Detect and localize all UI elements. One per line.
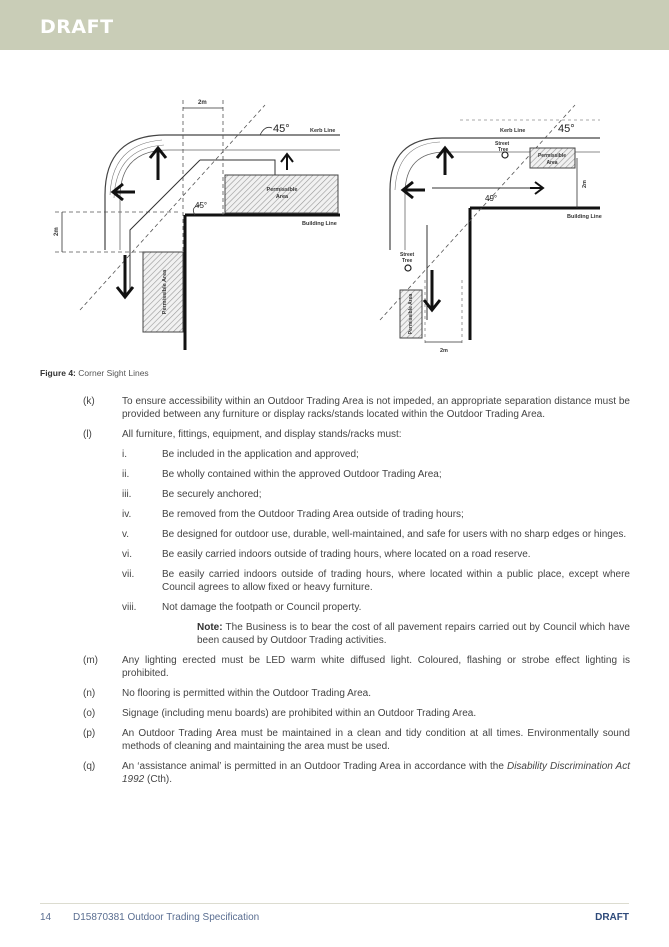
list-item-q: (q) An ‘assistance animal’ is permitted … [40,760,630,786]
sub-item-vii: vii. Be easily carried indoors outside o… [40,568,630,594]
right-dim-2m-bottom: 2m [440,348,448,354]
sub-item-text: Be included in the application and appro… [162,449,359,460]
note-label: Note: [197,622,223,633]
right-street-tree-left-label-1: Street [400,252,415,258]
right-permissible-area-label-1: Permissible [538,153,566,159]
footer-draft-label: DRAFT [595,912,629,923]
sub-item-label: vii. [122,569,135,580]
left-dim-2m-top: 2m [198,100,207,106]
list-item-n: (n) No flooring is permitted within the … [40,687,630,700]
act-title-italic: Disability Discrimination Act 1992 [122,761,630,785]
note-paragraph: Note: The Business is to bear the cost o… [40,621,630,647]
left-permissible-area-label-1: Permissible [267,187,298,193]
sub-item-text: Not damage the footpath or Council prope… [162,602,362,613]
list-item-text: Signage (including menu boards) are proh… [122,708,477,719]
right-street-tree-top-label-2: Tree [498,147,509,153]
sub-item-text: Be easily carried indoors outside of tra… [162,569,630,593]
sub-item-iv: iv. Be removed from the Outdoor Trading … [40,508,630,521]
sub-item-label: viii. [122,602,137,613]
document-title: D15870381 Outdoor Trading Specification [73,912,260,923]
sub-item-vi: vi. Be easily carried indoors outside of… [40,548,630,561]
sub-item-label: vi. [122,549,132,560]
figure-caption-text: Corner Sight Lines [78,368,149,378]
left-dim-2m-side: 2m [54,227,60,236]
footer-divider [40,903,629,904]
list-item-text: An Outdoor Trading Area must be maintain… [122,728,630,752]
sub-item-label: iv. [122,509,132,520]
sub-item-text: Be securely anchored; [162,489,262,500]
list-item-label: (o) [83,708,96,719]
list-item-text: To ensure accessibility within an Outdoo… [122,396,630,420]
right-building-line-label: Building Line [567,214,602,220]
list-item-label: (n) [83,688,96,699]
list-item-m: (m) Any lighting erected must be LED war… [40,654,630,680]
figure-left-corner-diagram: 2m 2m 45° 45° Kerb Line Building Line Pe… [40,80,350,365]
sub-item-viii: viii. Not damage the footpath or Council… [40,601,630,614]
specification-list: (k) To ensure accessibility within an Ou… [40,395,630,793]
list-item-text-after: (Cth). [144,774,173,785]
sub-item-label: ii. [122,469,130,480]
left-angle-top: 45° [273,123,290,135]
list-item-text: Any lighting erected must be LED warm wh… [122,655,630,679]
right-permissible-area-label-2: Area [546,160,557,166]
right-street-tree-top-label-1: Street [495,141,510,147]
right-dim-2m-side: 2m [582,180,588,188]
sub-item-ii: ii. Be wholly contained within the appro… [40,468,630,481]
list-item-text-before: An ‘assistance animal’ is permitted in a… [122,761,507,772]
banner-draft-label: DRAFT [40,16,114,38]
sub-item-label: v. [122,529,130,540]
list-item-k: (k) To ensure accessibility within an Ou… [40,395,630,421]
list-item-text: No flooring is permitted within the Outd… [122,688,372,699]
list-item-label: (p) [83,728,96,739]
list-item-label: (l) [83,429,92,440]
left-kerb-line-label: Kerb Line [310,128,335,134]
list-item-label: (k) [83,396,95,407]
sub-item-i: i. Be included in the application and ap… [40,448,630,461]
note-text: The Business is to bear the cost of all … [197,622,630,646]
right-permissible-area-vertical-label: Permissible Area [408,294,414,335]
figure-caption-label: Figure 4: [40,368,76,378]
list-item-label: (m) [83,655,98,666]
sub-item-iii: iii. Be securely anchored; [40,488,630,501]
left-building-line-label: Building Line [302,221,337,227]
list-item-label: (q) [83,761,96,772]
right-kerb-line-label: Kerb Line [500,128,525,134]
page-number: 14 [40,912,52,923]
sub-item-text: Be removed from the Outdoor Trading Area… [162,509,464,520]
left-permissible-area-vertical-label: Permissible Area [162,269,168,314]
list-item-text: All furniture, fittings, equipment, and … [122,429,402,440]
draft-banner: DRAFT [0,0,669,50]
figure-caption: Figure 4: Corner Sight Lines [40,368,149,378]
left-angle-bottom: 45° [195,201,207,210]
sub-item-text: Be easily carried indoors outside of tra… [162,549,531,560]
left-permissible-area-label-2: Area [276,194,289,200]
sub-item-label: i. [122,449,127,460]
sub-item-text: Be designed for outdoor use, durable, we… [162,529,627,540]
right-angle-bottom: 49° [485,194,497,203]
list-item-p: (p) An Outdoor Trading Area must be main… [40,727,630,753]
right-angle-top: 45° [558,123,575,135]
sub-item-text: Be wholly contained within the approved … [162,469,442,480]
right-street-tree-left-label-2: Tree [402,258,413,264]
sub-item-label: iii. [122,489,132,500]
figure-right-corner-diagram: Kerb Line 45° 49° Street Tree Permissibl… [370,80,620,365]
list-item-o: (o) Signage (including menu boards) are … [40,707,630,720]
list-item-l: (l) All furniture, fittings, equipment, … [40,428,630,441]
sub-item-v: v. Be designed for outdoor use, durable,… [40,528,630,541]
